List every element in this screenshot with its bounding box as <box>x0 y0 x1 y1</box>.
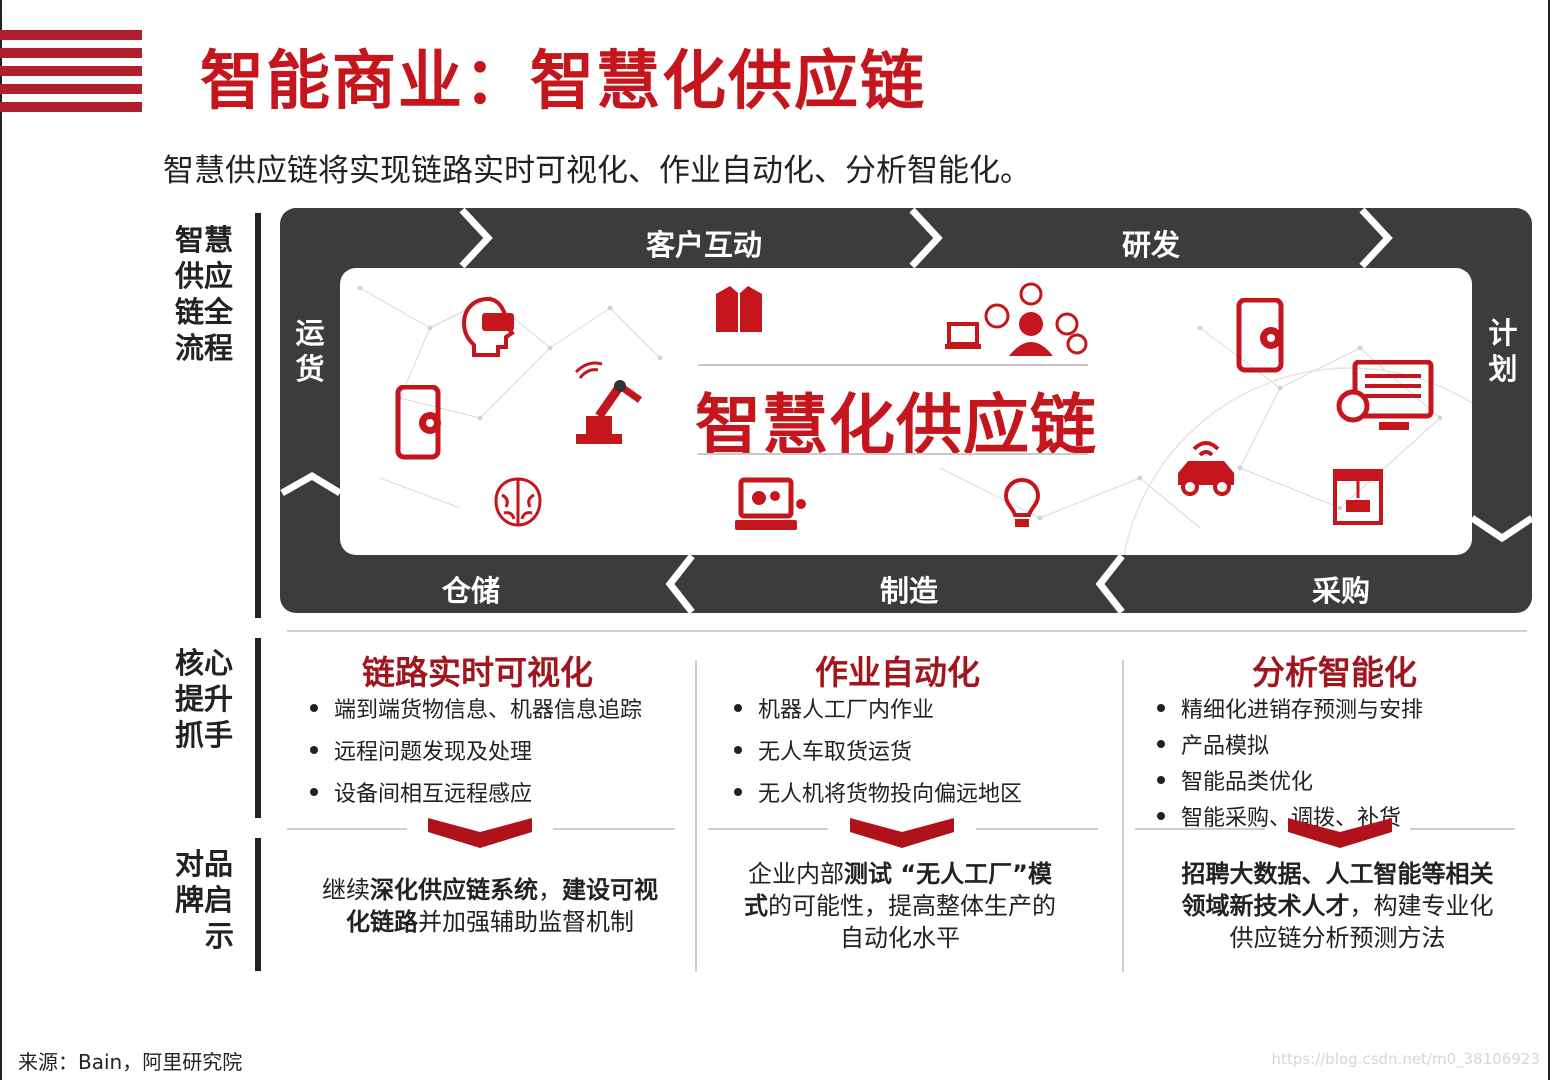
chevron-down-icon <box>850 818 954 848</box>
section-divider <box>287 630 1527 632</box>
separator-line <box>553 828 675 830</box>
source-note: 来源：Bain，阿里研究院 <box>18 1050 243 1074</box>
stage-rnd: 研发 <box>1122 228 1181 262</box>
separator-line <box>287 828 407 830</box>
brand-stripes <box>0 30 142 112</box>
chevron-down-icon <box>1288 818 1392 848</box>
center-title: 智慧化供应链 <box>695 387 1097 464</box>
list-item: 机器人工厂内作业 <box>732 692 1022 724</box>
column-title-visibility: 链路实时可视化 <box>362 653 593 692</box>
jacket-icon <box>716 286 762 332</box>
list-item: 无人车取货运货 <box>732 734 1022 766</box>
row-divider-brand <box>255 838 261 971</box>
robot-arm-icon <box>574 361 643 444</box>
column-divider-1 <box>695 660 697 972</box>
separator-line <box>1135 828 1265 830</box>
watermark: https://blog.csdn.net/m0_38106923 <box>1271 1050 1540 1068</box>
column-divider-2 <box>1122 660 1124 972</box>
list-item: 智能品类优化 <box>1155 764 1423 796</box>
chevron-down-icon <box>428 818 532 848</box>
3d-printer-icon <box>1333 469 1383 525</box>
bullet-list-automation: 机器人工厂内作业 无人车取货运货 无人机将货物投向偏远地区 <box>732 692 1022 808</box>
stage-purchasing: 采购 <box>1312 574 1371 608</box>
bullet-list-intelligence: 精细化进销存预测与安排 产品模拟 智能品类优化 智能采购、调拨、补货 <box>1155 692 1423 832</box>
center-title-line-bottom <box>698 453 1088 455</box>
row-label-brand: 对品 牌启 示 <box>175 847 235 953</box>
stage-transport: 运 货 <box>295 316 325 386</box>
implication-visibility: 继续深化供应链系统，建设可视 化链路并加强辅助监督机制 <box>322 876 658 936</box>
smartphone-gear-icon <box>395 385 441 460</box>
page-title: 智能商业：智慧化供应链 <box>200 45 926 119</box>
separator-line <box>1410 828 1515 830</box>
separator-line <box>708 828 828 830</box>
row-label-core: 核心 提升 抓手 <box>175 646 234 752</box>
list-item: 端到端货物信息、机器信息追踪 <box>308 692 642 724</box>
column-title-intelligence: 分析智能化 <box>1252 653 1417 692</box>
separator-line <box>976 828 1098 830</box>
customer-service-icon <box>945 282 1088 356</box>
page-subtitle: 智慧供应链将实现链路实时可视化、作业自动化、分析智能化。 <box>163 153 1031 189</box>
list-item: 精细化进销存预测与安排 <box>1155 692 1423 724</box>
stage-manufacturing: 制造 <box>880 574 939 608</box>
vr-headset-icon <box>461 296 515 357</box>
cycle-chevron-separators <box>280 208 1532 613</box>
stage-warehousing: 仓储 <box>442 574 501 608</box>
stage-planning: 计 划 <box>1488 316 1518 386</box>
bullet-list-visibility: 端到端货物信息、机器信息追踪 远程问题发现及处理 设备间相互远程感应 <box>308 692 642 808</box>
row-divider-core <box>255 638 261 818</box>
laptop-gears-icon <box>735 477 806 530</box>
list-item: 产品模拟 <box>1155 728 1423 760</box>
connected-car-icon <box>1178 441 1234 496</box>
list-item: 设备间相互远程感应 <box>308 776 642 808</box>
lightbulb-icon <box>1003 477 1041 527</box>
phone-settings-icon <box>1236 298 1284 373</box>
page-border-right <box>1548 0 1550 1080</box>
computer-binary-icon <box>1336 360 1434 430</box>
list-item: 无人机将货物投向偏远地区 <box>732 776 1022 808</box>
implication-intelligence: 招聘大数据、人工智能等相关 领域新技术人才，构建专业化 供应链分析预测方法 <box>1181 860 1494 952</box>
column-title-automation: 作业自动化 <box>815 653 980 692</box>
stage-customer-interaction: 客户互动 <box>646 228 763 262</box>
list-item: 远程问题发现及处理 <box>308 734 642 766</box>
row-label-process: 智慧 供应 链全 流程 <box>175 223 234 365</box>
page-border-left <box>0 0 2 1080</box>
row-divider-process <box>255 213 261 618</box>
center-title-line-top <box>698 364 1088 366</box>
implication-automation: 企业内部测试 “无人工厂”模 式的可能性，提高整体生产的 自动化水平 <box>744 860 1056 952</box>
brain-icon <box>494 477 542 527</box>
